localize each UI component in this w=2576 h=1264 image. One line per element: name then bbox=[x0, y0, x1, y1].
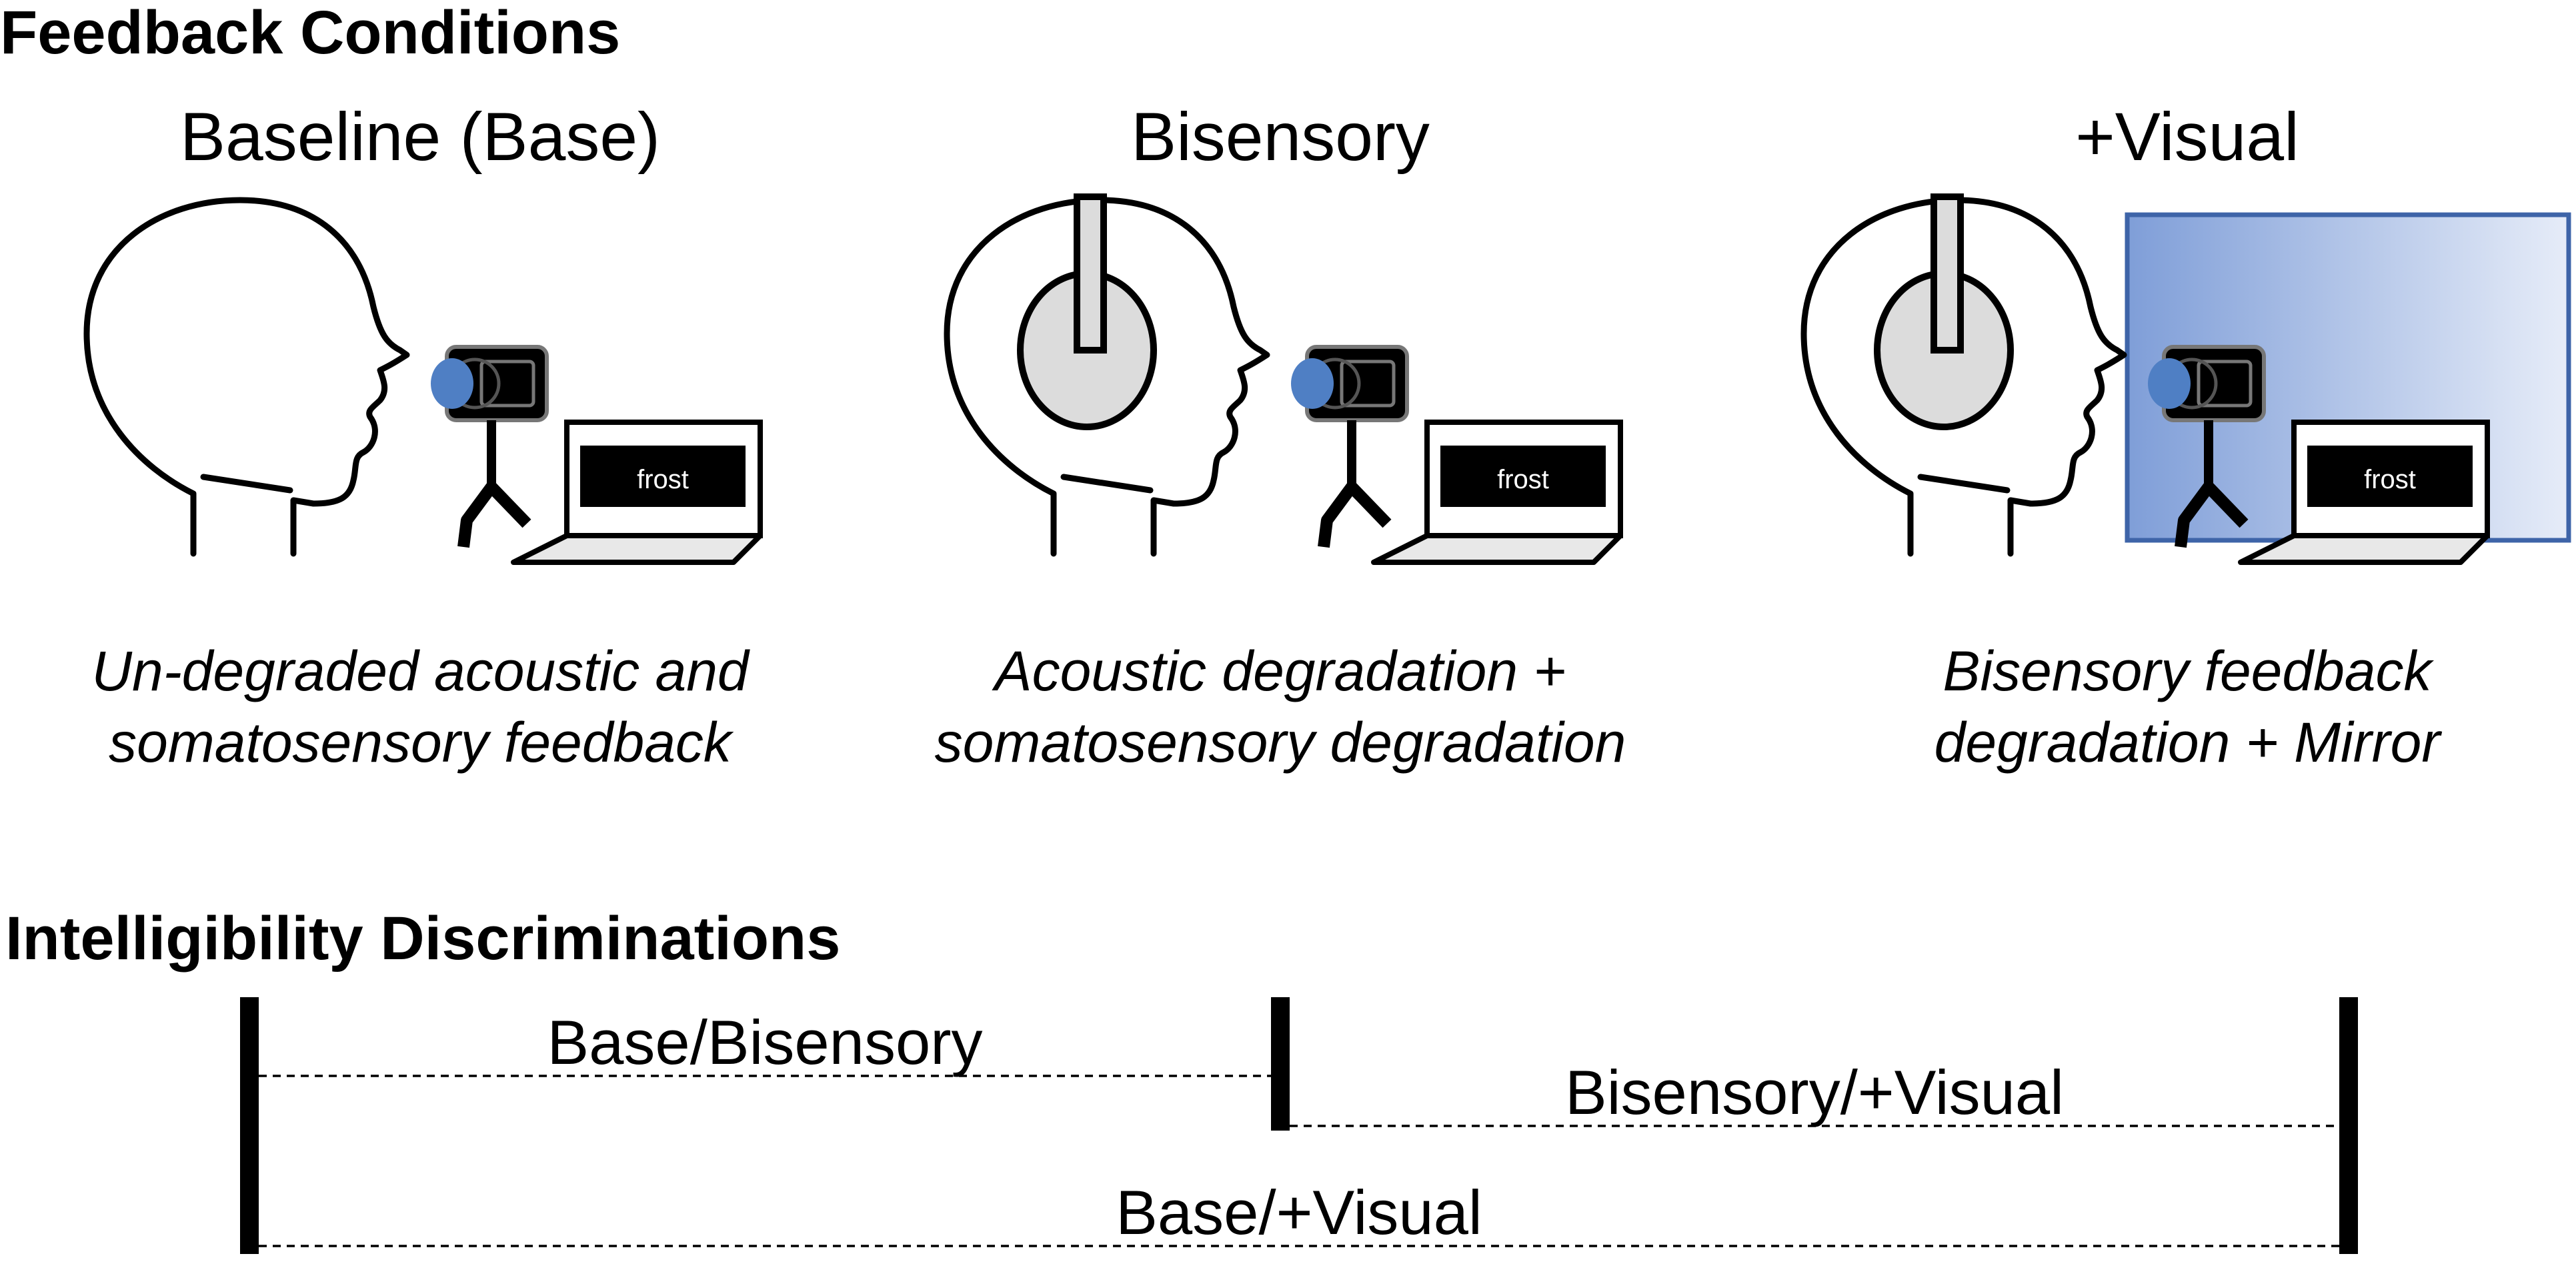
condition-marker-bar bbox=[2339, 997, 2358, 1254]
laptop-screen-word: frost bbox=[2364, 465, 2416, 494]
camera-on-tripod-icon bbox=[431, 347, 547, 547]
discrimination-timeline: Base/BisensoryBisensory/+VisualBase/+Vis… bbox=[240, 997, 2358, 1254]
condition-description-line2: somatosensory feedback bbox=[109, 711, 734, 774]
condition-description-line1: Un-degraded acoustic and bbox=[91, 640, 750, 702]
condition-marker-bar bbox=[1271, 997, 1290, 1131]
condition-title: Bisensory bbox=[1131, 99, 1430, 175]
discrimination-label: Base/+Visual bbox=[1116, 1177, 1482, 1247]
discrimination-label: Bisensory/+Visual bbox=[1565, 1057, 2064, 1127]
camera-on-tripod-icon bbox=[1291, 347, 1407, 547]
condition-marker-bar bbox=[240, 997, 259, 1254]
laptop-screen-word: frost bbox=[1497, 465, 1549, 494]
intelligibility-discriminations-heading: Intelligibility Discriminations bbox=[5, 904, 840, 973]
headphones-icon bbox=[1020, 197, 1154, 427]
headphones-icon bbox=[1877, 197, 2011, 427]
condition-description-line1: Bisensory feedback bbox=[1943, 640, 2434, 702]
head-profile-icon bbox=[87, 200, 407, 554]
discrimination-label: Base/Bisensory bbox=[547, 1007, 982, 1077]
feedback-conditions-heading: Feedback Conditions bbox=[0, 0, 620, 67]
condition-description-line2: somatosensory degradation bbox=[935, 711, 1626, 774]
condition-description-line1: Acoustic degradation + bbox=[992, 640, 1566, 702]
laptop-screen-word: frost bbox=[637, 465, 689, 494]
condition-title: Baseline (Base) bbox=[180, 99, 660, 175]
condition-description-line2: degradation + Mirror bbox=[1935, 711, 2443, 774]
condition-title: +Visual bbox=[2075, 99, 2299, 175]
